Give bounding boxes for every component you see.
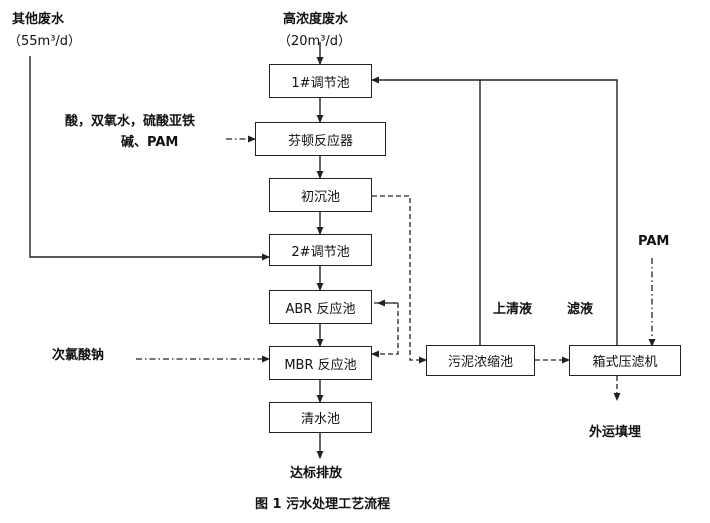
adjustment-tank-2-label: 2#调节池	[291, 244, 350, 260]
landfill-label: 外运填埋	[589, 425, 642, 440]
fenton-chemicals-line1: 酸，双氧水，硫酸亚铁	[65, 114, 196, 129]
filter-press: 箱式压滤机	[569, 345, 681, 376]
primary-settling-tank: 初沉池	[269, 178, 372, 212]
mbr-reactor-label: MBR 反应池	[284, 357, 357, 373]
adjustment-tank-1-label: 1#调节池	[291, 75, 350, 91]
mbr-reactor: MBR 反应池	[269, 346, 372, 380]
clear-water-tank-label: 清水池	[300, 412, 340, 427]
abr-reactor: ABR 反应池	[269, 290, 372, 324]
filter-press-label: 箱式压滤机	[592, 355, 658, 370]
abr-reactor-label: ABR 反应池	[285, 301, 356, 317]
discharge-label: 达标排放	[290, 466, 343, 481]
fenton-reactor: 芬顿反应器	[255, 122, 386, 156]
fenton-reactor-label: 芬顿反应器	[287, 133, 353, 149]
mbr-chemical-label: 次氯酸钠	[52, 348, 105, 363]
other-wastewater-title: 其他废水	[12, 12, 65, 27]
other-wastewater-flow: （55m³/d）	[8, 34, 82, 49]
fenton-chemicals-line2: 碱、PAM	[121, 135, 179, 150]
pam-label: PAM	[638, 234, 670, 249]
primary-settling-tank-label: 初沉池	[300, 189, 340, 205]
sludge-thickener-label: 污泥浓缩池	[447, 355, 513, 370]
figure-caption: 图 1 污水处理工艺流程	[255, 497, 391, 512]
clear-water-tank: 清水池	[269, 402, 372, 433]
filtrate-label: 滤液	[567, 302, 594, 317]
high-conc-wastewater-flow: （20m³/d）	[278, 34, 352, 49]
sludge-thickener: 污泥浓缩池	[426, 345, 535, 376]
adjustment-tank-2: 2#调节池	[269, 234, 372, 266]
supernatant-label: 上清液	[493, 302, 533, 317]
high-conc-wastewater-title: 高浓度废水	[283, 12, 349, 27]
adjustment-tank-1: 1#调节池	[269, 64, 372, 98]
